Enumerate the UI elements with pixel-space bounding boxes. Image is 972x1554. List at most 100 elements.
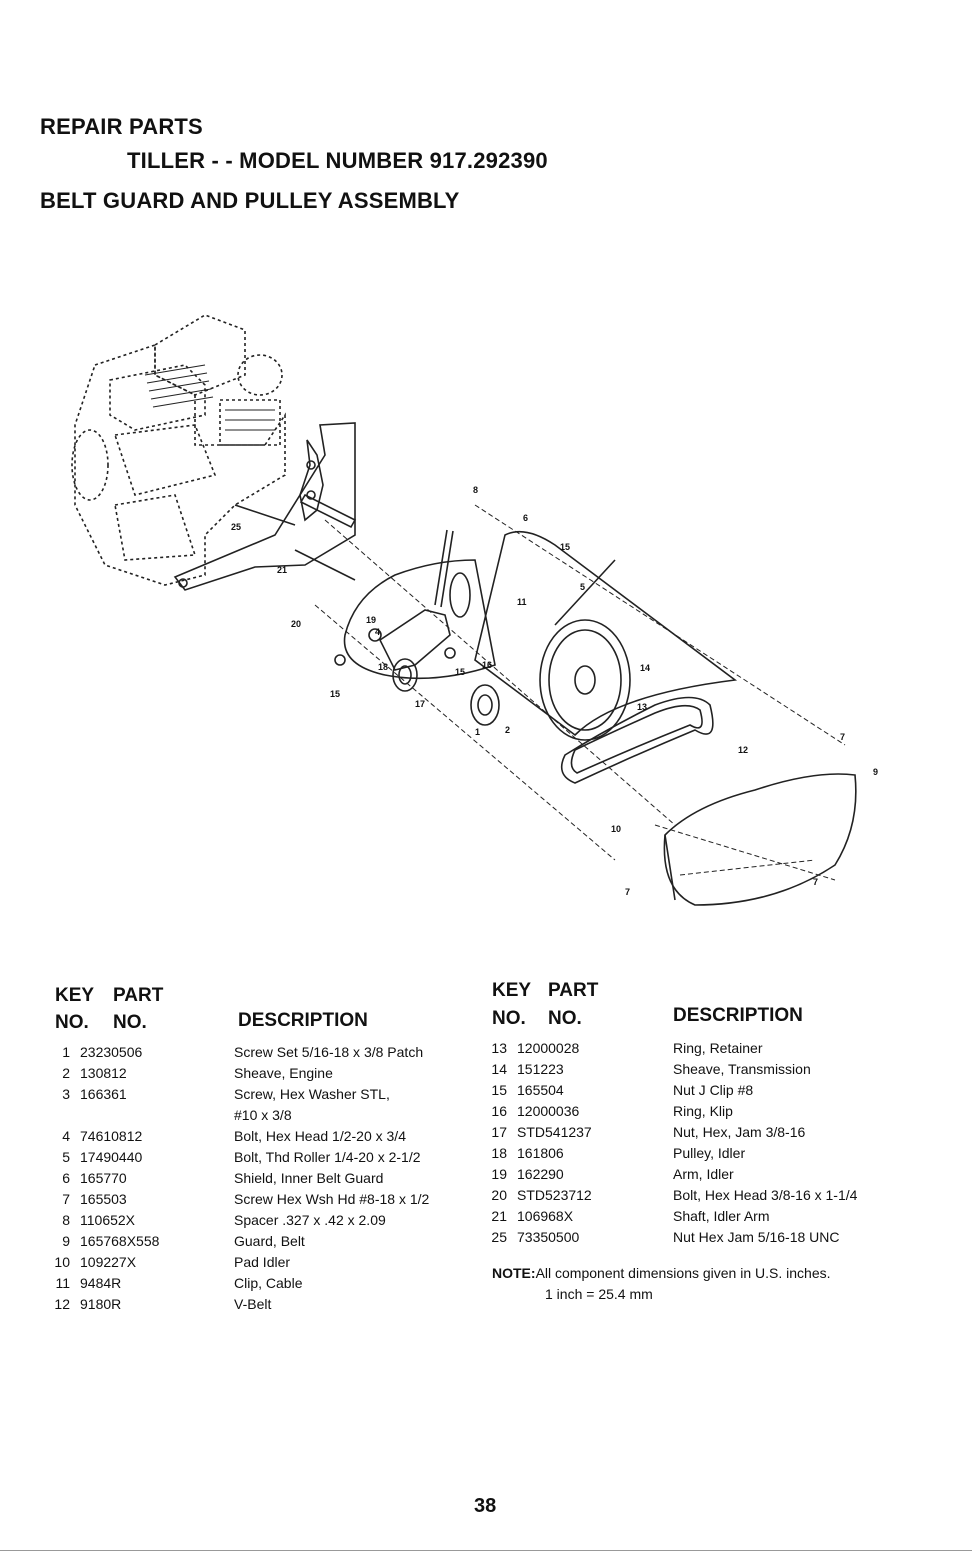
callout-label: 8: [473, 485, 478, 495]
parts-row: 20 STD523712 Bolt, Hex Head 3/8-16 x 1-1/4: [485, 1185, 925, 1206]
callout-label: 15: [330, 689, 340, 699]
callout-label: 10: [611, 824, 621, 834]
part-number: 109227X: [80, 1254, 137, 1270]
part-description: Sheave, Transmission: [673, 1061, 811, 1077]
part-description: Screw Hex Wsh Hd #8-18 x 1/2: [234, 1191, 430, 1207]
inner-belt-guard: [334, 530, 738, 737]
key-number: 6: [62, 1170, 70, 1186]
key-number: 7: [62, 1191, 70, 1207]
callout-label: 5: [580, 582, 585, 592]
key-number: 5: [62, 1149, 70, 1165]
callout-label: 7: [625, 887, 630, 897]
key-number: 10: [54, 1254, 70, 1270]
key-number: 25: [491, 1229, 507, 1245]
part-number: 9484R: [80, 1275, 122, 1291]
callout-label: 16: [482, 660, 492, 670]
part-header-right: PART: [548, 980, 599, 1001]
part-no-header-right: NO.: [548, 1008, 582, 1029]
note-text: All component dimensions given in U.S. i…: [535, 1265, 831, 1281]
callout-label: 18: [378, 662, 388, 672]
parts-row: 8 110652X Spacer .327 x .42 x 2.09: [48, 1210, 488, 1231]
callout-label: 6: [523, 513, 528, 523]
part-description: Pad Idler: [234, 1254, 291, 1270]
key-number: 8: [62, 1212, 70, 1228]
v-belt: [560, 696, 714, 784]
part-description: Bolt, Hex Head 3/8-16 x 1-1/4: [673, 1187, 858, 1203]
part-description: Spacer .327 x .42 x 2.09: [234, 1212, 386, 1228]
part-number: 161806: [517, 1145, 564, 1161]
part-number: 12000036: [517, 1103, 580, 1119]
key-number: 19: [491, 1166, 507, 1182]
key-number: 13: [491, 1040, 507, 1056]
engine-fins: [144, 364, 275, 431]
part-description: Nut, Hex, Jam 3/8-16: [673, 1124, 806, 1140]
part-description: V-Belt: [234, 1296, 272, 1312]
part-description: Clip, Cable: [234, 1275, 303, 1291]
part-description: Bolt, Hex Head 1/2-20 x 3/4: [234, 1128, 406, 1144]
description-header: DESCRIPTION: [238, 1010, 368, 1031]
part-number: 165770: [80, 1170, 127, 1186]
part-description: Screw Set 5/16-18 x 3/8 Patch: [234, 1044, 424, 1060]
key-number: 2: [62, 1065, 70, 1081]
part-number: 23230506: [80, 1044, 143, 1060]
part-number: 151223: [517, 1061, 564, 1077]
callout-label: 12: [738, 745, 748, 755]
callout-label: 19: [366, 615, 376, 625]
engine-outline: [71, 314, 286, 586]
assembly-title: BELT GUARD AND PULLEY ASSEMBLY: [40, 188, 460, 213]
part-description: Arm, Idler: [673, 1166, 734, 1182]
callout-label: 7: [813, 877, 818, 887]
shaft: [234, 493, 357, 581]
parts-row: 14 151223 Sheave, Transmission: [485, 1059, 925, 1080]
part-description: Sheave, Engine: [234, 1065, 333, 1081]
part-number: 162290: [517, 1166, 564, 1182]
parts-row: 13 12000028 Ring, Retainer: [485, 1038, 925, 1059]
key-number: 12: [54, 1296, 70, 1312]
part-description: Ring, Klip: [673, 1103, 733, 1119]
dimension-note: NOTE:All component dimensions given in U…: [492, 1265, 831, 1281]
part-description: Nut Hex Jam 5/16-18 UNC: [673, 1229, 840, 1245]
callout-label: 20: [291, 619, 301, 629]
key-no-header: NO.: [55, 1012, 89, 1033]
callout-label: 13: [637, 702, 647, 712]
key-number: 20: [491, 1187, 507, 1203]
part-description-continued: #10 x 3/8: [234, 1107, 292, 1123]
part-description: Ring, Retainer: [673, 1040, 763, 1056]
part-number: 12000028: [517, 1040, 580, 1056]
callout-label: 11: [517, 597, 527, 607]
part-number: 166361: [80, 1086, 127, 1102]
part-number: STD523712: [517, 1187, 592, 1203]
parts-row: 12 9180R V-Belt: [48, 1294, 488, 1315]
part-number: 165768X558: [80, 1233, 160, 1249]
parts-row: 10 109227X Pad Idler: [48, 1252, 488, 1273]
mounting-bracket: [173, 422, 356, 591]
key-number: 14: [491, 1061, 507, 1077]
note-label: NOTE:: [492, 1265, 536, 1281]
key-number: 15: [491, 1082, 507, 1098]
callout-label: 15: [455, 667, 465, 677]
callout-label: 17: [415, 699, 425, 709]
callout-label: 14: [640, 663, 650, 673]
part-number: 110652X: [80, 1212, 136, 1228]
description-header-right: DESCRIPTION: [673, 1005, 803, 1026]
parts-row: 19 162290 Arm, Idler: [485, 1164, 925, 1185]
key-number: 18: [491, 1145, 507, 1161]
callout-label: 15: [560, 542, 570, 552]
unit-conversion: 1 inch = 25.4 mm: [545, 1286, 653, 1302]
part-number: 74610812: [80, 1128, 143, 1144]
part-number: 9180R: [80, 1296, 122, 1312]
model-title: TILLER - - MODEL NUMBER 917.292390: [127, 148, 548, 173]
key-number: 9: [62, 1233, 70, 1249]
idler-arm: [378, 529, 500, 726]
callout-label: 25: [231, 522, 241, 532]
part-number: 165504: [517, 1082, 564, 1098]
page-number: 38: [474, 1495, 497, 1517]
